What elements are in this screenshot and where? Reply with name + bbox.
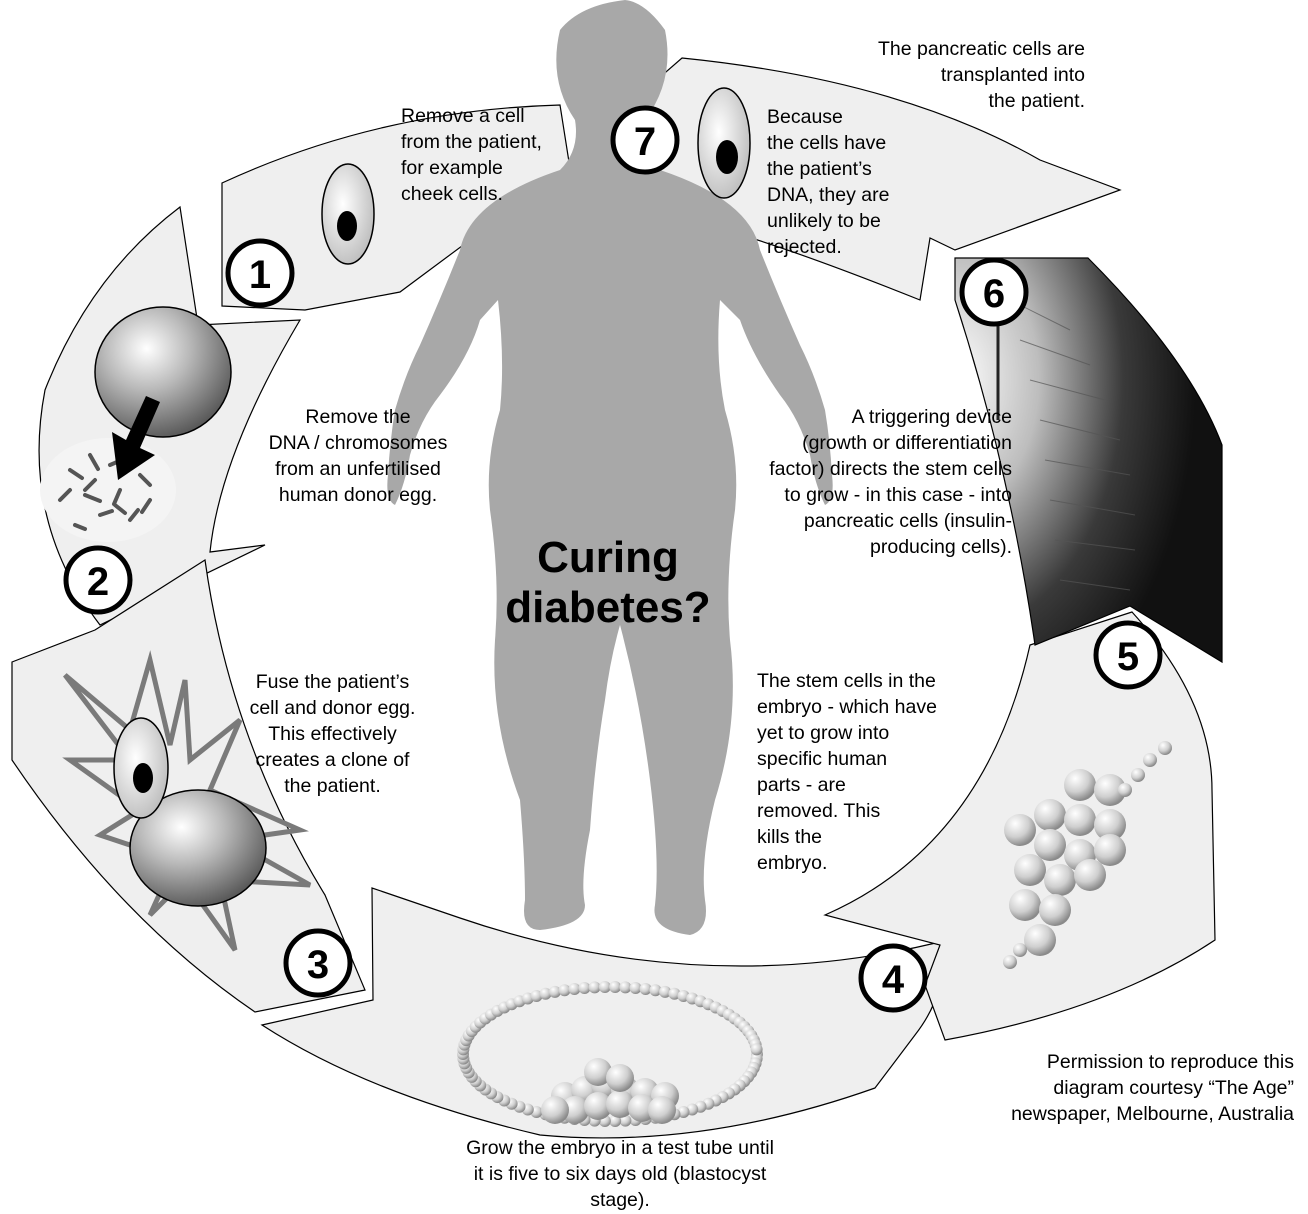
step-1-number: 1 [249, 253, 271, 297]
pancreatic-cell-nucleus [716, 140, 738, 174]
step-7-number: 7 [634, 120, 656, 164]
blastocyst-bead [599, 981, 611, 993]
inner-cell-bead [541, 1096, 569, 1124]
stem-cell-bead [1158, 741, 1172, 755]
stem-cell-bead [1003, 955, 1017, 969]
step-3-number: 3 [307, 943, 329, 987]
stem-cell-bead [1009, 889, 1041, 921]
donor-egg [95, 307, 231, 437]
credit-text: Permission to reproduce this diagram cou… [940, 1049, 1294, 1127]
inner-cell-bead [606, 1064, 634, 1092]
transplant-note: The pancreatic cells are transplanted in… [765, 36, 1085, 114]
stem-cell-bead [1074, 859, 1106, 891]
chromosome-disc [40, 438, 176, 542]
step-4-number: 4 [882, 958, 905, 1002]
stem-cell-bead [1024, 924, 1056, 956]
stem-cell-bead [1039, 894, 1071, 926]
step-5-text: The stem cells in the embryo - which hav… [757, 668, 937, 876]
cheek-cell-nucleus [337, 211, 357, 241]
stem-cell-bead [1014, 854, 1046, 886]
stem-cell-bead [1131, 768, 1145, 782]
stem-cell-bead [1034, 799, 1066, 831]
stem-cell-bead [1064, 769, 1096, 801]
blastocyst-bead [589, 981, 601, 993]
step-5-number: 5 [1117, 635, 1139, 679]
stem-cell-bead [1013, 943, 1027, 957]
inner-cell-bead [648, 1096, 676, 1124]
blastocyst-bead [609, 981, 621, 993]
stem-cell-bead [1034, 829, 1066, 861]
step-2-text: Remove the DNA / chromosomes from an unf… [232, 404, 484, 508]
step-1-text: Remove a cell from the patient, for exam… [401, 103, 542, 207]
stem-cell-bead [1094, 834, 1126, 866]
blastocyst-bead [751, 1043, 763, 1055]
step-3-text: Fuse the patient’s cell and donor egg. T… [220, 669, 445, 799]
step-4-text: Grow the embryo in a test tube until it … [422, 1135, 818, 1213]
step-7-text: Because the cells have the patient’s DNA… [767, 104, 889, 260]
stem-cell-bead [1044, 864, 1076, 896]
stem-cell-bead [1118, 783, 1132, 797]
stem-cell-bead [1143, 753, 1157, 767]
stem-cell-bead [1064, 804, 1096, 836]
step-6-number: 6 [983, 272, 1005, 316]
step-2-number: 2 [87, 560, 109, 604]
fusion-cell-nucleus [133, 763, 153, 793]
stem-cell-bead [1004, 814, 1036, 846]
step-6-text: A triggering device (growth or different… [690, 404, 1012, 560]
